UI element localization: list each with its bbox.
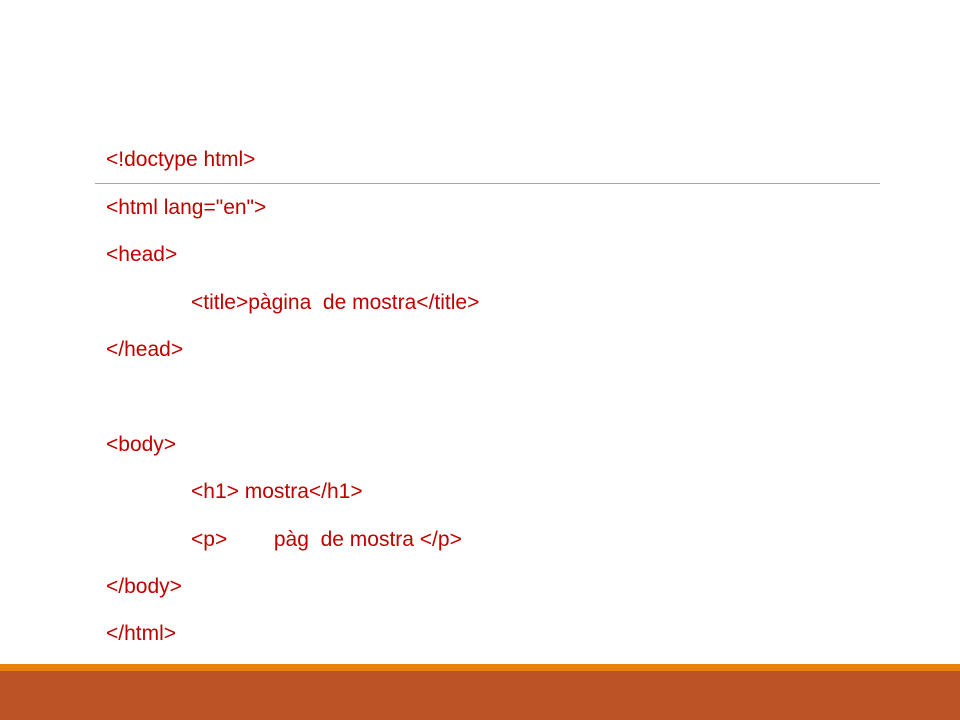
code-line-head-open: <head> [106, 243, 178, 266]
code-line-p: <p> pàg de mostra </p> [191, 528, 462, 551]
code-line-title: <title>pàgina de mostra</title> [191, 291, 480, 314]
code-line-html-close: </html> [106, 622, 177, 645]
title-divider [95, 183, 880, 184]
footer-accent-stripe [0, 664, 960, 671]
code-line-html-open: <html lang="en"> [106, 196, 267, 219]
code-line-doctype: <!doctype html> [106, 148, 256, 171]
footer-band [0, 671, 960, 720]
code-line-h1: <h1> mostra</h1> [191, 480, 363, 503]
code-line-head-close: </head> [106, 338, 184, 361]
code-line-body-close: </body> [106, 575, 182, 598]
code-line-body-open: <body> [106, 433, 177, 456]
